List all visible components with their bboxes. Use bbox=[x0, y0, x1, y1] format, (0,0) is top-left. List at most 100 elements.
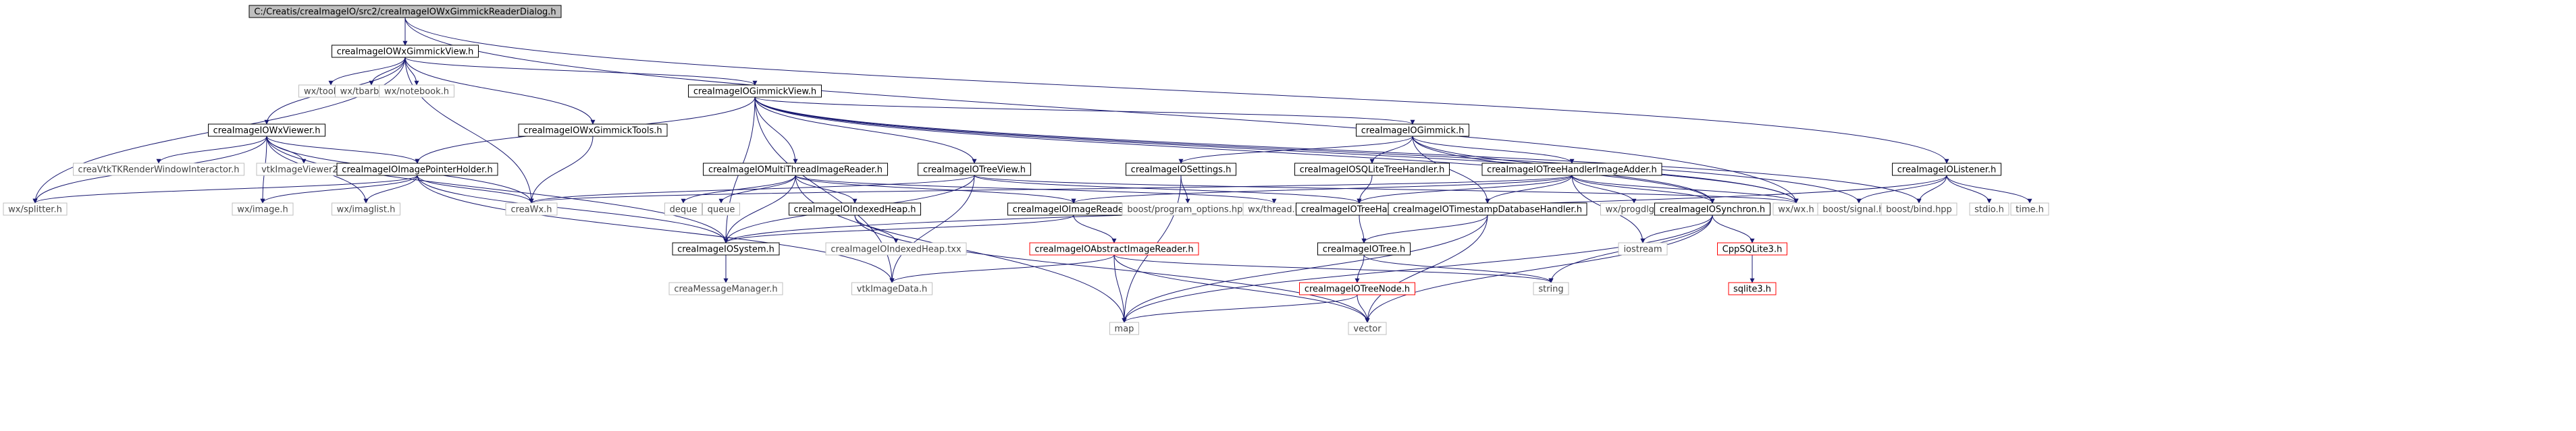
node-wximaglist[interactable]: wx/imaglist.h bbox=[332, 202, 400, 216]
node-label: creaImageIOTree.h bbox=[1323, 245, 1405, 255]
edge-treehandlerimageadder-to-treehandler bbox=[1357, 175, 1573, 204]
node-timestampdb[interactable]: creaImageIOTimestampDatabaseHandler.h bbox=[1388, 202, 1587, 216]
node-vector[interactable]: vector bbox=[1348, 322, 1387, 335]
node-box bbox=[1294, 163, 1450, 176]
edge-treeview-to-vtkimagedata bbox=[889, 175, 975, 283]
node-indexedheap[interactable]: creaImageIOIndexedHeap.h bbox=[789, 202, 921, 216]
node-sqlite3[interactable]: sqlite3.h bbox=[1728, 282, 1777, 295]
node-box bbox=[851, 282, 932, 295]
node-box bbox=[1348, 322, 1387, 335]
edge-imagepointerholder-to-system bbox=[417, 175, 729, 243]
node-wxsplitter[interactable]: wx/splitter.h bbox=[3, 202, 68, 216]
edge-listener-to-signal bbox=[1856, 175, 1947, 204]
node-label: wx/progdlg.h bbox=[1606, 205, 1663, 215]
node-notebook[interactable]: wx/notebook.h bbox=[379, 84, 454, 98]
node-sqlitetreehandler[interactable]: creaImageIOSQLiteTreeHandler.h bbox=[1294, 163, 1450, 176]
node-multithread[interactable]: creaImageIOMultiThreadImageReader.h bbox=[703, 163, 888, 176]
edge-treeview-to-treehandler bbox=[974, 175, 1362, 204]
node-label: creaImageIOWxGimmickTools.h bbox=[523, 126, 662, 136]
node-label: iostream bbox=[1623, 245, 1662, 255]
node-treeview[interactable]: creaImageIOTreeView.h bbox=[918, 163, 1031, 176]
node-label: creaImageIOMultiThreadImageReader.h bbox=[708, 165, 883, 175]
node-creawx[interactable]: creaWx.h bbox=[505, 202, 558, 216]
node-box bbox=[2010, 202, 2049, 216]
edge-synchron-to-cppsqlite3 bbox=[1712, 214, 1755, 243]
edge-treehandlerimageadder-to-creawx bbox=[529, 175, 1573, 204]
edge-tree-to-treenode bbox=[1355, 254, 1365, 283]
node-deque[interactable]: deque bbox=[664, 202, 702, 216]
node-treehandlerimageadder[interactable]: creaImageIOTreeHandlerImageAdder.h bbox=[1481, 163, 1662, 176]
node-wxviewer[interactable]: creaImageIOWxViewer.h bbox=[208, 123, 325, 137]
edge-settings-to-progopts bbox=[1180, 175, 1190, 204]
node-wxwx[interactable]: wx/wx.h bbox=[1772, 202, 1820, 216]
node-map[interactable]: map bbox=[1109, 322, 1139, 335]
node-gimmickview[interactable]: creaImageIOGimmickView.h bbox=[688, 84, 822, 98]
node-abstractimagereader[interactable]: creaImageIOAbstractImageReader.h bbox=[1029, 242, 1199, 256]
node-vtkimagedata[interactable]: vtkImageData.h bbox=[851, 282, 932, 295]
edge-indexedheap-to-indexedheaptxx bbox=[854, 214, 899, 243]
node-bind[interactable]: boost/bind.hpp bbox=[1881, 202, 1957, 216]
edge-gimmickview-to-bind bbox=[754, 96, 1922, 204]
node-vtkwininteractor[interactable]: creaVtkTKRenderWindowInteractor.h bbox=[73, 163, 244, 176]
node-string[interactable]: string bbox=[1533, 282, 1569, 295]
node-imagepointerholder[interactable]: creaImageIOImagePointerHolder.h bbox=[336, 163, 498, 176]
node-stdio[interactable]: stdio.h bbox=[1969, 202, 2009, 216]
edge-imagepointerholder-to-creawx bbox=[417, 175, 534, 204]
node-label: CppSQLite3.h bbox=[1723, 245, 1783, 255]
node-messagemanager[interactable]: creaMessageManager.h bbox=[668, 282, 783, 295]
node-queue[interactable]: queue bbox=[702, 202, 740, 216]
node-label: creaImageIOTreeNode.h bbox=[1305, 285, 1410, 295]
node-indexedheaptxx[interactable]: creaImageIOIndexedHeap.txx bbox=[825, 242, 967, 256]
edge-gimmickview-to-treeview bbox=[754, 96, 977, 164]
edge-multithread-to-imagereader bbox=[795, 175, 1076, 204]
node-label: creaMessageManager.h bbox=[674, 285, 777, 295]
node-label: creaImageIOGimmick.h bbox=[1361, 126, 1465, 136]
node-settings[interactable]: creaImageIOSettings.h bbox=[1126, 163, 1236, 176]
node-tree[interactable]: creaImageIOTree.h bbox=[1317, 242, 1411, 256]
edge-treehandlerimageadder-to-wxprogdlg bbox=[1571, 175, 1637, 204]
node-label: creaImageIOTimestampDatabaseHandler.h bbox=[1393, 205, 1582, 215]
edge-abstractimagereader-to-map bbox=[1113, 254, 1127, 323]
node-label: boost/program_options.hpp bbox=[1127, 205, 1248, 215]
edge-gimmick-to-sqlitetreehandler bbox=[1369, 136, 1413, 164]
edge-abstractimagereader-to-vector bbox=[1113, 254, 1370, 323]
node-wxgimmickview[interactable]: creaImageIOWxGimmickView.h bbox=[332, 45, 479, 58]
node-box bbox=[1717, 242, 1787, 256]
node-box bbox=[518, 123, 668, 137]
node-gimmick[interactable]: creaImageIOGimmick.h bbox=[1356, 123, 1469, 137]
edge-multithread-to-system bbox=[723, 175, 796, 243]
node-treenode[interactable]: creaImageIOTreeNode.h bbox=[1299, 282, 1415, 295]
edge-wxgimmickview-to-gimmickview bbox=[404, 57, 758, 86]
node-synchron[interactable]: creaImageIOSynchron.h bbox=[1654, 202, 1770, 216]
node-imagereader[interactable]: creaImageIOImageReader.h bbox=[1007, 202, 1140, 216]
edge-listener-to-stdio bbox=[1946, 175, 1992, 204]
node-progopts[interactable]: boost/program_options.hpp bbox=[1122, 202, 1254, 216]
node-label: wx/wx.h bbox=[1778, 205, 1814, 215]
edge-listener-to-time bbox=[1946, 175, 2032, 204]
node-vtkimageviewer2[interactable]: vtkImageViewer2.h bbox=[256, 163, 352, 176]
node-cppsqlite3[interactable]: CppSQLite3.h bbox=[1717, 242, 1787, 256]
node-label: wx/imaglist.h bbox=[337, 205, 396, 215]
node-wxthread[interactable]: wx/thread.h bbox=[1242, 202, 1306, 216]
node-label: creaWx.h bbox=[510, 205, 552, 215]
node-system[interactable]: creaImageIOSystem.h bbox=[672, 242, 780, 256]
node-label: boost/signal.hpp bbox=[1822, 205, 1895, 215]
node-label: vtkImageData.h bbox=[857, 285, 927, 295]
edge-gimmickview-to-signal bbox=[754, 96, 1862, 204]
edge-tree-to-string bbox=[1363, 254, 1554, 283]
node-box bbox=[332, 45, 479, 58]
edge-abstractimagereader-to-vtkimagedata bbox=[889, 254, 1115, 283]
node-listener[interactable]: creaImageIOListener.h bbox=[1892, 163, 2001, 176]
node-wxgimmicktools[interactable]: creaImageIOWxGimmickTools.h bbox=[518, 123, 668, 137]
node-iostream[interactable]: iostream bbox=[1618, 242, 1668, 256]
node-box bbox=[664, 202, 702, 216]
node-label: queue bbox=[708, 205, 735, 215]
edge-treenode-to-vector bbox=[1357, 294, 1370, 323]
edge-gimmickview-to-gimmick bbox=[754, 96, 1415, 125]
edge-synchron-to-map bbox=[1122, 214, 1713, 323]
node-wximage[interactable]: wx/image.h bbox=[232, 202, 294, 216]
edge-imagepointerholder-to-wxsplitter bbox=[32, 175, 418, 204]
edge-wxgimmicktools-to-creawx bbox=[529, 136, 594, 204]
node-box bbox=[505, 202, 558, 216]
node-time[interactable]: time.h bbox=[2010, 202, 2049, 216]
